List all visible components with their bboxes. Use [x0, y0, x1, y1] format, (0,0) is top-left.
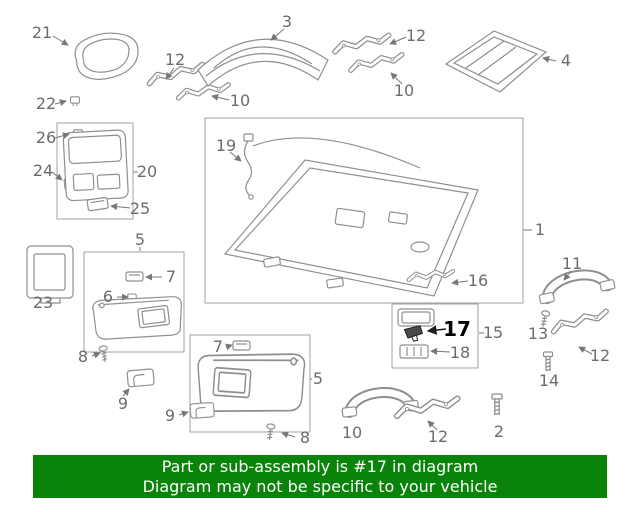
- left-visor-group-box: [83, 251, 185, 353]
- overhead-console-group-box: [56, 122, 134, 220]
- part-15-lamp-housing: [397, 308, 435, 327]
- callout-10: 10: [341, 423, 363, 442]
- callout-22: 22: [35, 94, 57, 113]
- callout-12: 12: [164, 50, 186, 69]
- callout-3: 3: [281, 12, 293, 31]
- callout-16: 16: [467, 271, 489, 290]
- vehicle-note-banner: Part or sub-assembly is #17 in diagram D…: [33, 455, 607, 498]
- callout-24: 24: [32, 161, 54, 180]
- part-21-lens: [74, 32, 139, 80]
- callout-10: 10: [229, 91, 251, 110]
- callout-6: 6: [102, 287, 114, 306]
- part-23-frame: [26, 245, 74, 304]
- callout-8: 8: [77, 347, 89, 366]
- part-17-highlighted-clip: [403, 325, 424, 342]
- parts-diagram-art: [26, 28, 640, 441]
- callout-23: 23: [32, 293, 54, 312]
- part-25-lens: [86, 196, 109, 212]
- dome-lamp-group-box: [391, 303, 479, 369]
- callout-9: 9: [164, 406, 176, 425]
- callout-11: 11: [561, 254, 583, 273]
- leader-lines: [51, 28, 593, 439]
- part-7-cover-b: [232, 340, 251, 351]
- banner-line-2: Diagram may not be specific to your vehi…: [142, 476, 498, 496]
- callout-10: 10: [393, 81, 415, 100]
- part-18-lens: [399, 344, 429, 359]
- callout-26: 26: [35, 128, 57, 147]
- part-7-cover-a: [125, 271, 144, 282]
- part-20-overhead-console: [62, 129, 129, 202]
- callout-15: 15: [482, 323, 504, 342]
- callout-12: 12: [427, 427, 449, 446]
- callout-5: 5: [134, 230, 146, 249]
- part-3-header-trim: [197, 38, 329, 87]
- part-19-cable: [243, 133, 421, 200]
- right-visor-group-box: [189, 334, 311, 433]
- callout-12: 12: [589, 346, 611, 365]
- callout-7: 7: [212, 337, 224, 356]
- callout-18: 18: [449, 343, 471, 362]
- callout-17-highlighted: 17: [443, 317, 471, 341]
- callout-20: 20: [136, 162, 158, 181]
- callout-1: 1: [534, 220, 546, 239]
- callout-25: 25: [129, 199, 151, 218]
- callout-14: 14: [538, 371, 560, 390]
- part-1-headliner: [223, 159, 479, 297]
- callout-5: 5: [312, 369, 324, 388]
- headliner-group-box: [204, 117, 524, 304]
- part-4-shade-panel: [444, 30, 548, 93]
- callout-21: 21: [31, 23, 53, 42]
- callout-8: 8: [299, 428, 311, 447]
- callout-12: 12: [405, 26, 427, 45]
- callout-13: 13: [527, 324, 549, 343]
- callout-2: 2: [493, 422, 505, 441]
- callout-9: 9: [117, 394, 129, 413]
- banner-line-1: Part or sub-assembly is #17 in diagram: [161, 456, 479, 476]
- callout-4: 4: [560, 51, 572, 70]
- callout-19: 19: [215, 136, 237, 155]
- callout-7: 7: [165, 267, 177, 286]
